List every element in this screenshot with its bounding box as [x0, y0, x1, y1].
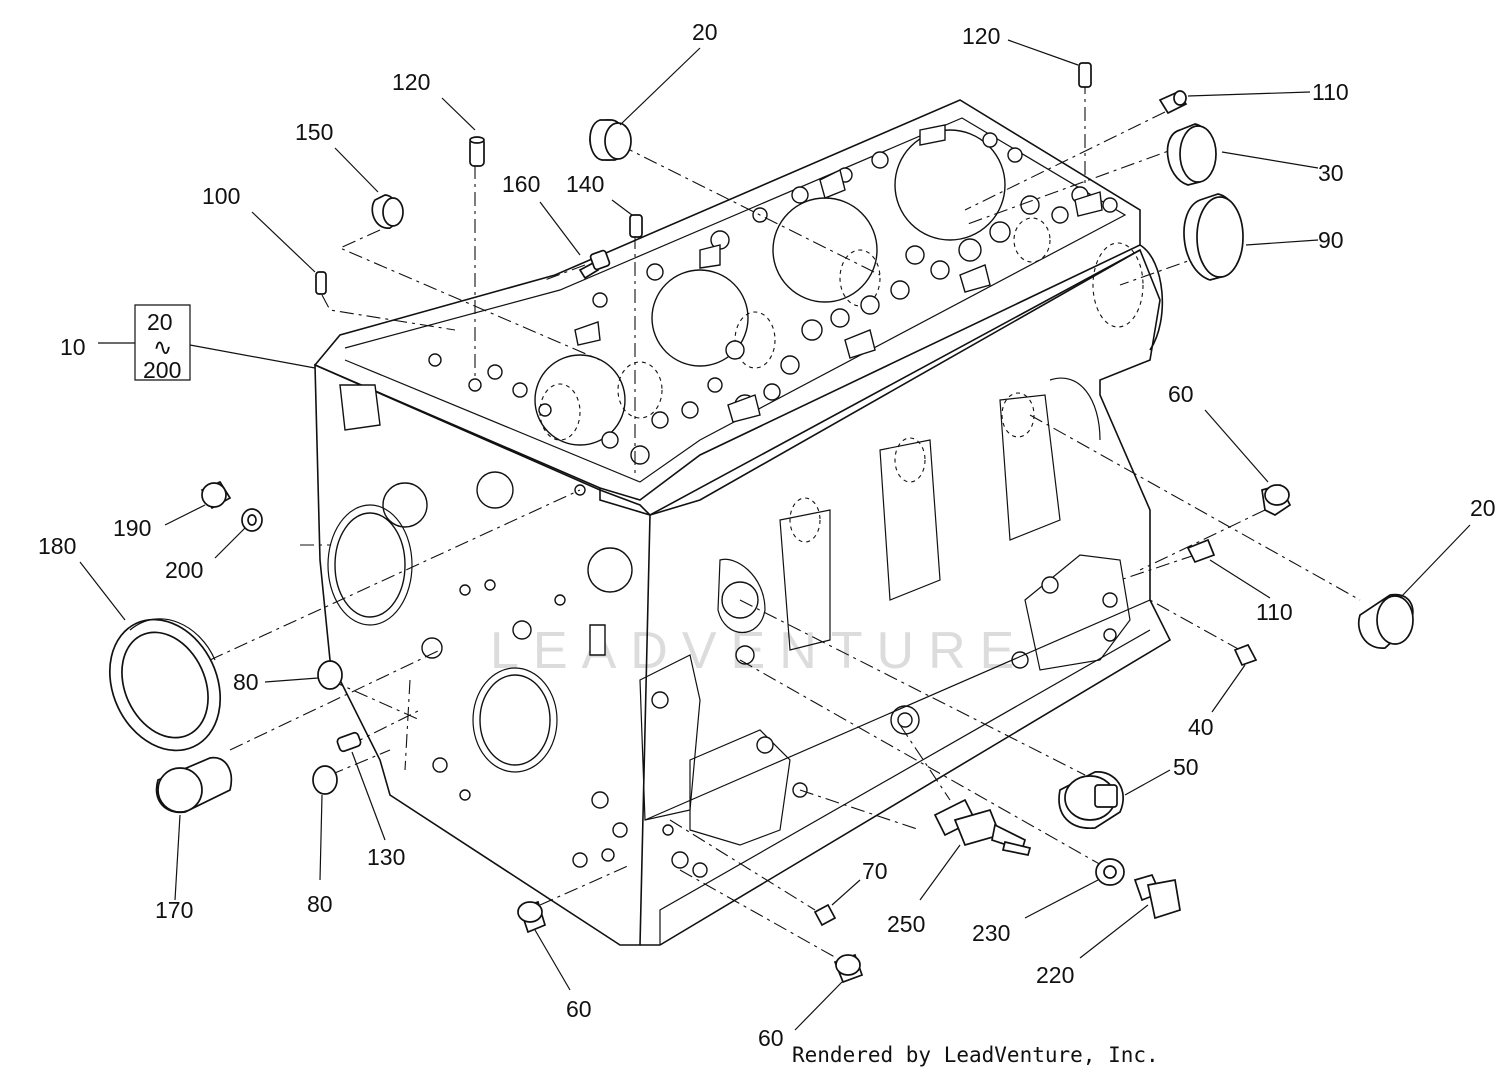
callout-110-top: 110 — [1312, 79, 1349, 105]
callout-30: 30 — [1318, 160, 1344, 186]
callout-20-right: 20 — [1470, 495, 1496, 521]
callout-120-left: 120 — [392, 69, 430, 95]
plug-20-top — [589, 119, 632, 161]
callout-100: 100 — [202, 183, 240, 209]
callout-160: 160 — [502, 171, 540, 197]
callout-120-right: 120 — [962, 23, 1000, 49]
callout-90: 90 — [1318, 227, 1344, 253]
callout-250: 250 — [887, 911, 925, 937]
callout-60-bottom-left: 60 — [566, 996, 592, 1022]
callout-10: 10 — [60, 334, 86, 360]
callout-40: 40 — [1188, 714, 1214, 740]
callout-130: 130 — [367, 844, 405, 870]
callout-labels: 20 120 120 110 150 100 160 140 30 90 60 … — [38, 19, 1496, 1051]
callout-110-right: 110 — [1256, 599, 1293, 625]
assembly-range-separator: ∿ — [153, 334, 172, 360]
plug-50 — [1058, 771, 1125, 829]
callout-60-bottom: 60 — [758, 1025, 784, 1051]
callout-150: 150 — [295, 119, 333, 145]
callout-80-upper: 80 — [233, 669, 259, 695]
loose-parts — [108, 62, 1414, 984]
callout-70: 70 — [862, 858, 888, 884]
callout-190: 190 — [113, 515, 151, 541]
callout-230: 230 — [972, 920, 1010, 946]
assembly-lines — [209, 80, 1361, 961]
callout-80-lower: 80 — [307, 891, 333, 917]
watermark: LEADVENTURE — [490, 622, 1028, 680]
callout-170: 170 — [155, 897, 193, 923]
callout-180: 180 — [38, 533, 76, 559]
sensor-250 — [933, 798, 1032, 856]
callout-140: 140 — [566, 171, 604, 197]
callout-20-top: 20 — [692, 19, 718, 45]
cylinder-block — [313, 99, 1172, 946]
oil-seal-180 — [108, 618, 222, 752]
credit-text: Rendered by LeadVenture, Inc. — [792, 1043, 1159, 1067]
leader-lines — [79, 39, 1471, 1031]
assembly-range-start: 20 — [147, 309, 173, 335]
assembly-range-end: 200 — [143, 357, 181, 383]
callout-50: 50 — [1173, 754, 1199, 780]
plug-150 — [371, 194, 404, 229]
callout-220: 220 — [1036, 962, 1074, 988]
callout-200: 200 — [165, 557, 203, 583]
callout-60-right: 60 — [1168, 381, 1194, 407]
